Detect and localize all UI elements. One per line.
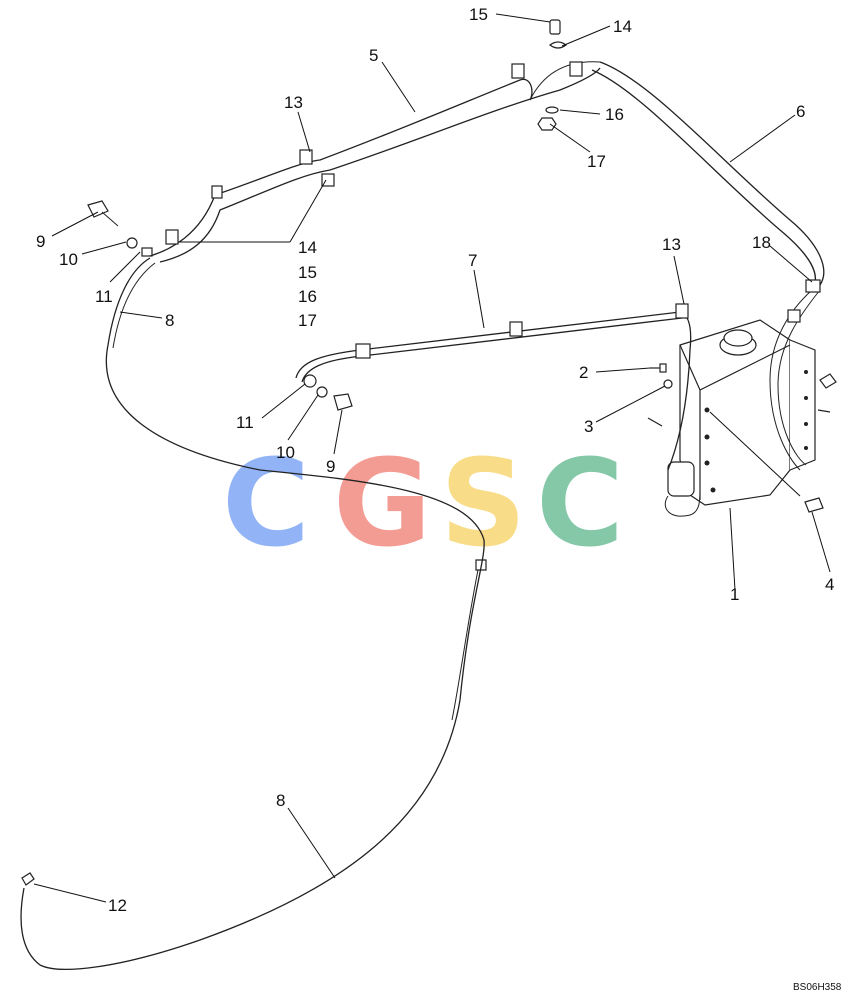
hardware-parts: [21, 19, 837, 886]
drawing-code: BS06H358: [793, 982, 842, 993]
watermark-letter-c2: C: [536, 435, 624, 574]
watermark: C G S C: [222, 435, 624, 574]
callout-14-mid: 14: [298, 238, 317, 257]
callout-11-mid: 11: [236, 413, 254, 432]
callout-8-lower: 8: [276, 791, 285, 810]
callout-17-top: 17: [587, 152, 606, 171]
callout-2: 2: [579, 363, 588, 382]
callout-4: 4: [825, 575, 834, 594]
callout-15-mid: 15: [298, 263, 317, 282]
callout-13-left: 13: [284, 93, 303, 112]
callout-15-top: 15: [469, 5, 488, 24]
callout-10-left: 10: [59, 250, 78, 269]
leader-lines: [33, 13, 831, 903]
callout-10-mid: 10: [276, 443, 295, 462]
callout-8-upper: 8: [165, 311, 174, 330]
callout-16-top: 16: [605, 105, 624, 124]
callout-13-right: 13: [662, 235, 681, 254]
callout-12: 12: [108, 896, 127, 915]
callout-11-left: 11: [95, 287, 113, 306]
watermark-letter-g: G: [333, 435, 432, 574]
washer-tank: [667, 319, 816, 506]
hoses: [20, 61, 825, 970]
watermark-letter-c1: C: [222, 435, 310, 574]
callout-6: 6: [796, 102, 805, 121]
callout-17-mid: 17: [298, 311, 317, 330]
callout-18: 18: [752, 233, 771, 252]
callout-labels: 15 14 5 13 16 17 6 9 10 11 8 14 15 16 17…: [36, 5, 834, 915]
callout-16-mid: 16: [298, 287, 317, 306]
callout-3: 3: [584, 417, 593, 436]
callout-9-left: 9: [36, 232, 45, 251]
callout-14-top: 14: [613, 17, 632, 36]
callout-1: 1: [730, 585, 739, 604]
callout-7: 7: [468, 251, 477, 270]
callout-5: 5: [369, 46, 378, 65]
callout-9-mid: 9: [326, 457, 335, 476]
